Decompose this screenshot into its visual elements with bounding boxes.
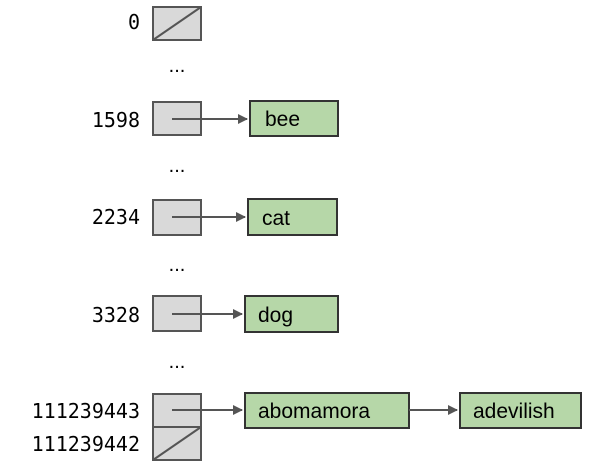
chain-node-label: cat <box>262 207 290 230</box>
bucket-3328: 3328 dog <box>92 295 339 333</box>
bucket-index-label: 2234 <box>92 205 140 229</box>
bucket-111239442: 111239442 <box>32 426 202 461</box>
chain-node-label: adevilish <box>473 400 555 423</box>
bucket-index-label: 111239443 <box>32 399 140 423</box>
bucket-1598: 1598 bee <box>92 100 339 137</box>
ellipsis-3: ... <box>169 254 186 276</box>
chain-node <box>244 392 410 429</box>
bucket-111239443: 111239443 abomamora adevilish <box>32 392 582 429</box>
chain-node-label: bee <box>265 108 300 131</box>
chain-node-label: abomamora <box>258 400 370 423</box>
bucket-0: 0 <box>128 6 202 41</box>
bucket-index-label: 0 <box>128 10 140 34</box>
chain-node-label: dog <box>258 304 293 327</box>
bucket-index-label: 1598 <box>92 108 140 132</box>
bucket-index-label: 111239442 <box>32 432 140 456</box>
ellipsis-4: ... <box>169 351 186 373</box>
null-slash-icon <box>152 426 202 461</box>
chain-node <box>244 295 339 333</box>
chain-node <box>249 100 339 137</box>
bucket-2234: 2234 cat <box>92 198 338 236</box>
null-slash-icon <box>152 6 202 41</box>
chain-node <box>459 392 582 429</box>
ellipsis-2: ... <box>169 155 186 177</box>
bucket-index-label: 3328 <box>92 303 140 327</box>
ellipsis-1: ... <box>169 55 186 77</box>
chain-node <box>247 198 338 236</box>
